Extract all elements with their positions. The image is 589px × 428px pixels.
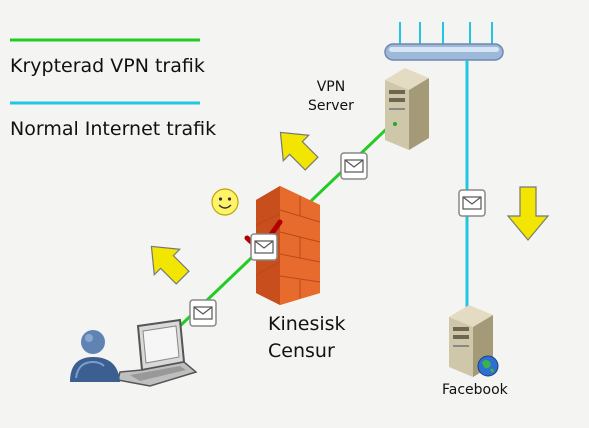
- facebook-label: Facebook: [442, 382, 508, 398]
- arrow-icon: [279, 131, 319, 171]
- legend-label-internet: Normal Internet trafik: [10, 118, 217, 140]
- envelope-icon: [340, 152, 368, 180]
- server-icon: [385, 68, 429, 150]
- legend-label-vpn: Krypterad VPN trafik: [10, 55, 205, 77]
- envelope-icon: [189, 299, 217, 327]
- globe-icon: [477, 355, 499, 377]
- user-icon: [70, 330, 120, 382]
- vpn-server-label: VPN Server: [308, 79, 354, 114]
- firewall-icon: [255, 186, 321, 305]
- network-bus-icon: [384, 22, 504, 61]
- arrow-icon: [150, 245, 190, 285]
- smiley-icon: [211, 188, 239, 216]
- arrow-icon: [506, 186, 550, 241]
- envelope-icon: [458, 189, 486, 217]
- envelope-icon: [250, 233, 278, 261]
- censor-label: Kinesisk Censur: [268, 313, 346, 362]
- laptop-icon: [117, 318, 198, 387]
